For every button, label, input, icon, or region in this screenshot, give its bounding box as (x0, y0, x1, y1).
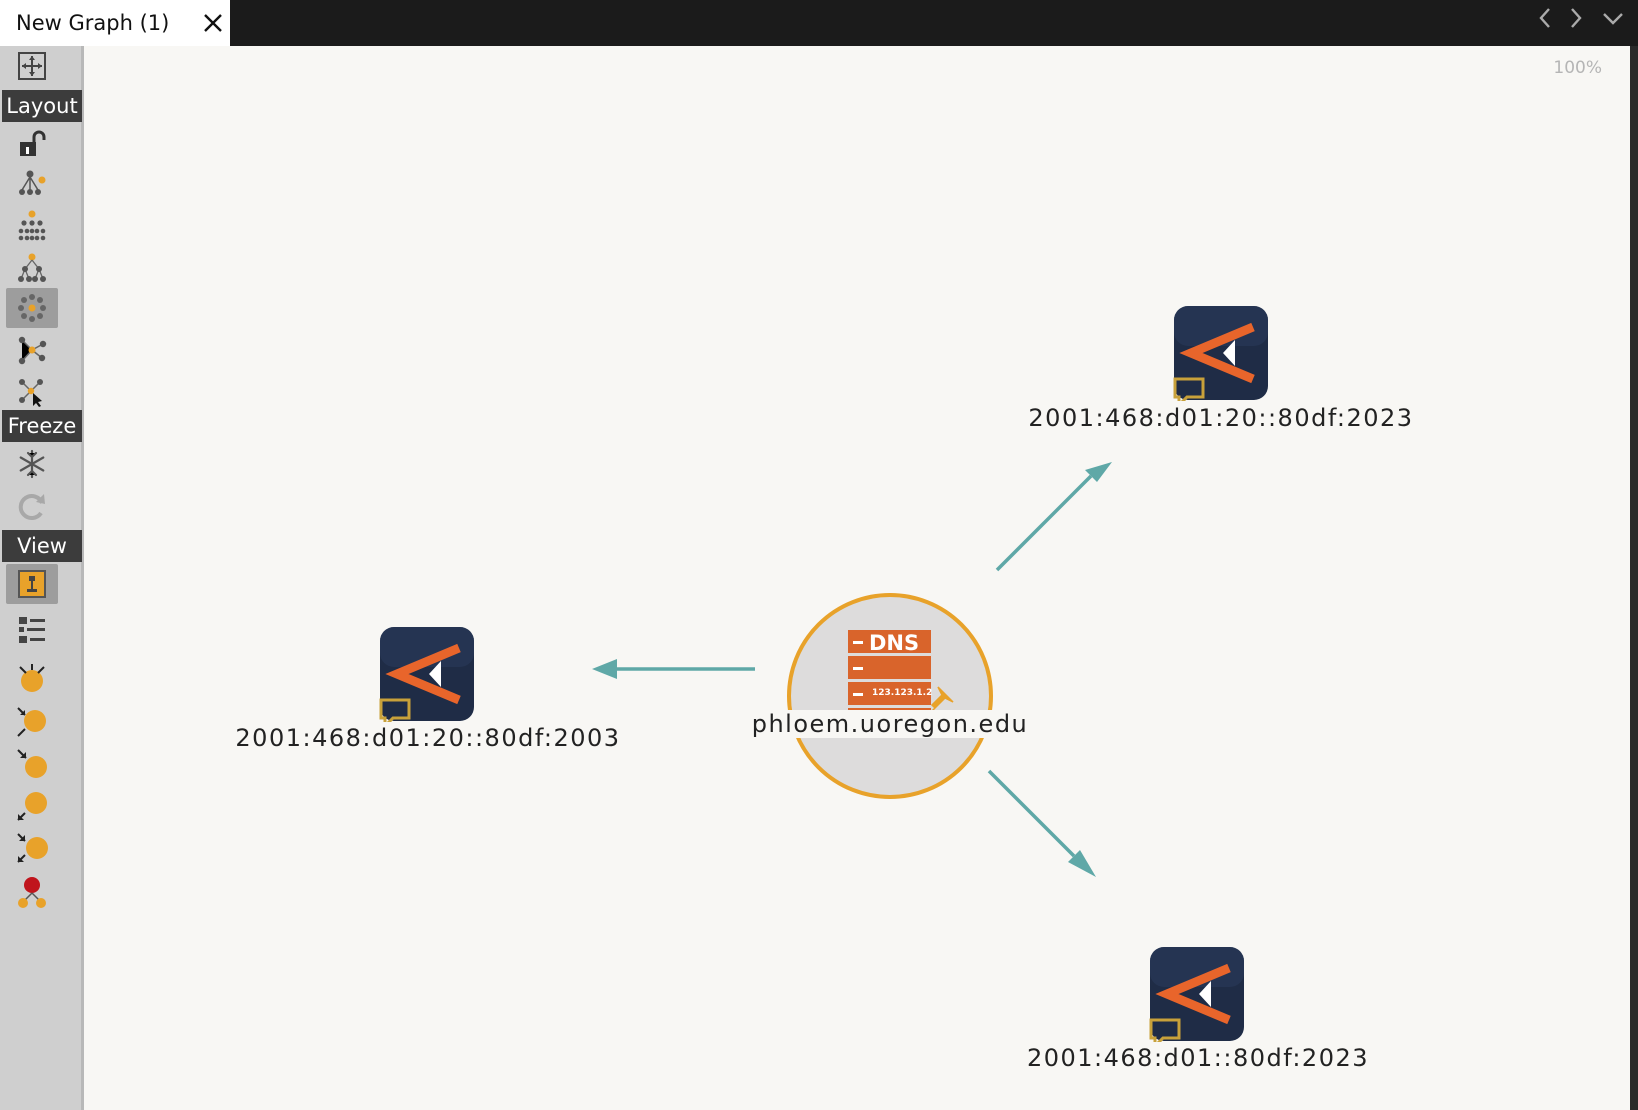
refresh-button[interactable] (6, 486, 58, 526)
bookmark-nodes-icon (18, 877, 46, 908)
node-weight-icon (17, 792, 47, 821)
right-edge (1630, 46, 1638, 1110)
left-toolbar: Layout (0, 46, 84, 1110)
organic-icon (18, 294, 46, 322)
rank-by-bidirectional-button[interactable] (6, 828, 58, 868)
ipv6-address-icon (379, 627, 474, 722)
block-layout-button[interactable] (6, 164, 58, 204)
dns-icon-ip: 123.123.1.2 (872, 688, 933, 698)
move-nodes-button[interactable] (6, 372, 58, 412)
view-section-label: View (2, 530, 82, 562)
ipv6-node-1-label: 2001:468:d01:20::80df:2023 (1028, 404, 1414, 432)
fit-view-button[interactable] (6, 46, 58, 86)
chevron-left-icon[interactable] (1532, 4, 1558, 32)
freeze-button[interactable] (6, 444, 58, 484)
ipv6-node-2[interactable] (379, 626, 475, 722)
unlock-layout-button[interactable] (6, 124, 58, 164)
list-view-button[interactable] (6, 610, 58, 650)
tree-layout-button[interactable] (6, 248, 58, 288)
layout-section-label: Layout (2, 90, 82, 122)
list-icon (19, 617, 45, 643)
network-icon (18, 336, 47, 365)
freeze-section-label: Freeze (2, 410, 82, 442)
ipv6-node-1[interactable] (1173, 305, 1269, 401)
rank-by-links-button[interactable] (6, 658, 58, 698)
chevron-right-icon[interactable] (1563, 4, 1589, 32)
bidirectional-links-icon (17, 833, 48, 863)
dns-icon-title: DNS (869, 631, 920, 655)
hierarchy-icon (18, 210, 46, 241)
zoom-level: 100% (1553, 58, 1602, 78)
dns-node[interactable]: DNS 123.123.1.2 (785, 591, 995, 801)
node-links-icon (19, 664, 45, 692)
ipv6-address-icon (1149, 947, 1244, 1042)
rank-by-weight-button[interactable] (6, 786, 58, 826)
edge-to-node-2[interactable] (592, 659, 755, 679)
dns-node-label: phloem.uoregon.edu (747, 710, 1033, 738)
rank-by-incoming-button[interactable] (6, 702, 58, 742)
rank-by-outgoing-button[interactable] (6, 744, 58, 784)
ipv6-node-2-label: 2001:468:d01:20::80df:2003 (235, 724, 621, 752)
outgoing-links-icon (17, 749, 47, 778)
bookmark-view-button[interactable] (6, 872, 58, 912)
incoming-links-icon (17, 707, 46, 737)
graph-tab[interactable]: New Graph (1) (0, 0, 230, 46)
edges-layer (592, 462, 1112, 877)
top-bar: New Graph (1) (0, 0, 1638, 46)
tree-icon (18, 253, 46, 282)
graph-canvas[interactable]: 100% DNS 123.123 (84, 46, 1630, 1110)
move-icon (18, 52, 46, 80)
tree-refresh-icon (19, 170, 46, 195)
edge-to-node-1[interactable] (995, 462, 1112, 572)
chevron-down-icon[interactable] (1600, 4, 1626, 32)
entity-view-icon (18, 570, 46, 598)
tab-title: New Graph (1) (16, 11, 170, 35)
node-view-button[interactable] (6, 564, 58, 604)
ipv6-node-3[interactable] (1149, 946, 1245, 1042)
hierarchical-layout-button[interactable] (6, 206, 58, 246)
edge-to-node-3[interactable] (987, 769, 1096, 877)
ipv6-address-icon (1173, 306, 1268, 401)
organic-layout-button[interactable] (6, 288, 58, 328)
close-tab-icon[interactable] (200, 10, 226, 36)
cursor-network-icon (19, 379, 43, 407)
ipv6-node-3-label: 2001:468:d01::80df:2023 (1026, 1044, 1370, 1072)
interactive-layout-button[interactable] (6, 330, 58, 370)
snowflake-icon (19, 449, 45, 479)
refresh-icon (18, 494, 45, 521)
unlock-icon (20, 130, 46, 156)
